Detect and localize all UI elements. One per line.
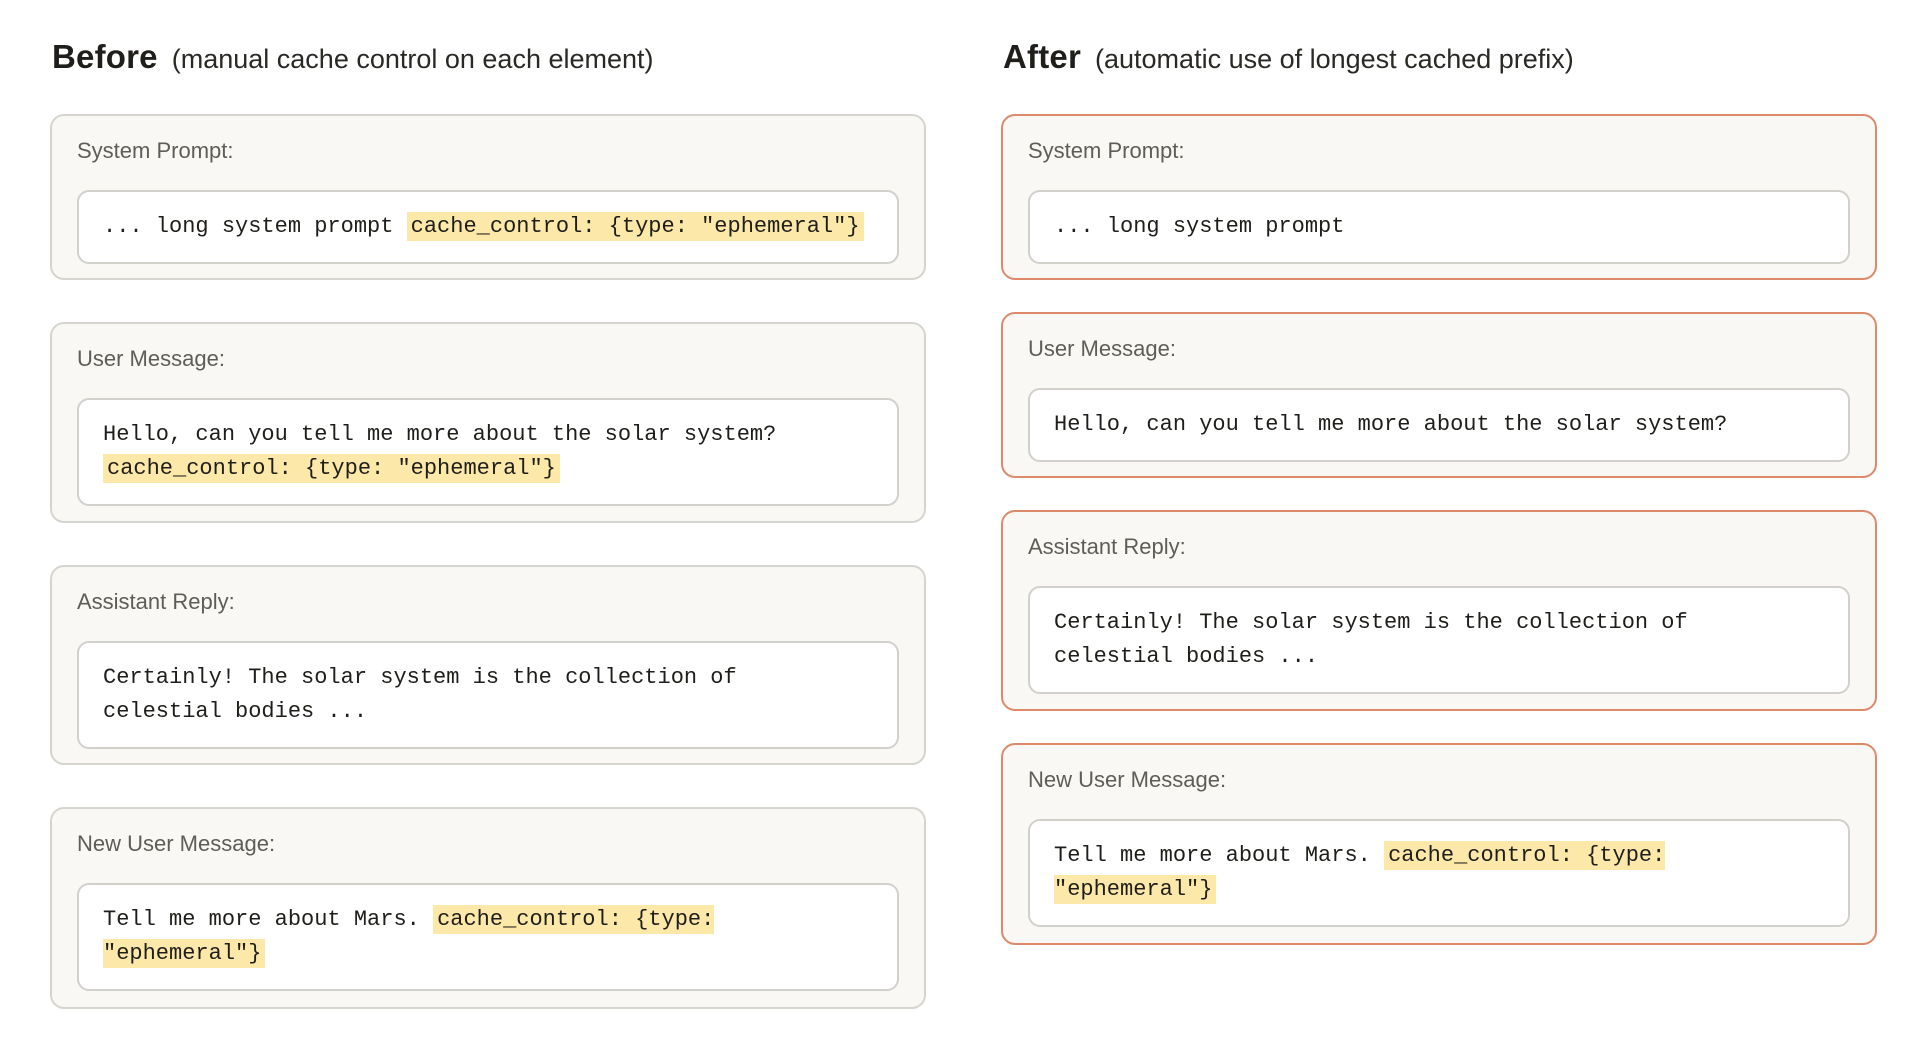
before-title: Before — [52, 38, 158, 75]
before-system-prompt-card: System Prompt: ... long system prompt ca… — [50, 114, 926, 280]
card-label: New User Message: — [1028, 767, 1227, 792]
before-new-user-message-card: New User Message: Tell me more about Mar… — [50, 807, 926, 1009]
code-box: ... long system prompt cache_control: {t… — [77, 190, 899, 264]
code-box: ... long system prompt — [1028, 190, 1850, 264]
after-title: After — [1003, 38, 1082, 75]
code-text: Certainly! The solar system is the colle… — [103, 665, 737, 724]
before-assistant-reply-card: Assistant Reply: Certainly! The solar sy… — [50, 565, 926, 765]
code-text: Certainly! The solar system is the colle… — [1054, 610, 1688, 669]
after-user-message-card: User Message: Hello, can you tell me mor… — [1001, 312, 1877, 478]
code-box: Hello, can you tell me more about the so… — [1028, 388, 1850, 462]
code-box: Certainly! The solar system is the colle… — [77, 641, 899, 749]
code-text: Hello, can you tell me more about the so… — [1054, 412, 1728, 437]
code-text: ... long system prompt — [1054, 214, 1345, 239]
code-text: ... long system prompt — [103, 214, 407, 239]
after-subtitle: (automatic use of longest cached prefix) — [1095, 44, 1574, 74]
card-label: User Message: — [77, 346, 225, 371]
before-user-message-card: User Message: Hello, can you tell me mor… — [50, 322, 926, 523]
after-system-prompt-card: System Prompt: ... long system prompt — [1001, 114, 1877, 280]
after-heading: After (automatic use of longest cached pr… — [1003, 38, 1574, 76]
card-label: New User Message: — [77, 831, 276, 856]
code-box: Tell me more about Mars. cache_control: … — [77, 883, 899, 991]
card-label: Assistant Reply: — [77, 589, 235, 614]
card-label: Assistant Reply: — [1028, 534, 1186, 559]
before-subtitle: (manual cache control on each element) — [171, 44, 654, 74]
after-assistant-reply-card: Assistant Reply: Certainly! The solar sy… — [1001, 510, 1877, 711]
before-heading: Before (manual cache control on each elem… — [52, 38, 654, 76]
cache-control-highlight: cache_control: {type: "ephemeral"} — [103, 454, 560, 483]
code-box: Certainly! The solar system is the colle… — [1028, 586, 1850, 694]
cache-control-highlight: cache_control: {type: "ephemeral"} — [406, 212, 864, 241]
card-label: System Prompt: — [77, 138, 234, 163]
card-label: User Message: — [1028, 336, 1176, 361]
code-box: Tell me more about Mars. cache_control: … — [1028, 819, 1850, 927]
after-new-user-message-card: New User Message: Tell me more about Mar… — [1001, 743, 1877, 945]
code-text: Hello, can you tell me more about the so… — [103, 422, 777, 447]
code-box: Hello, can you tell me more about the so… — [77, 398, 899, 506]
card-label: System Prompt: — [1028, 138, 1185, 163]
code-text: Tell me more about Mars. — [1054, 843, 1385, 868]
code-text: Tell me more about Mars. — [103, 907, 434, 932]
